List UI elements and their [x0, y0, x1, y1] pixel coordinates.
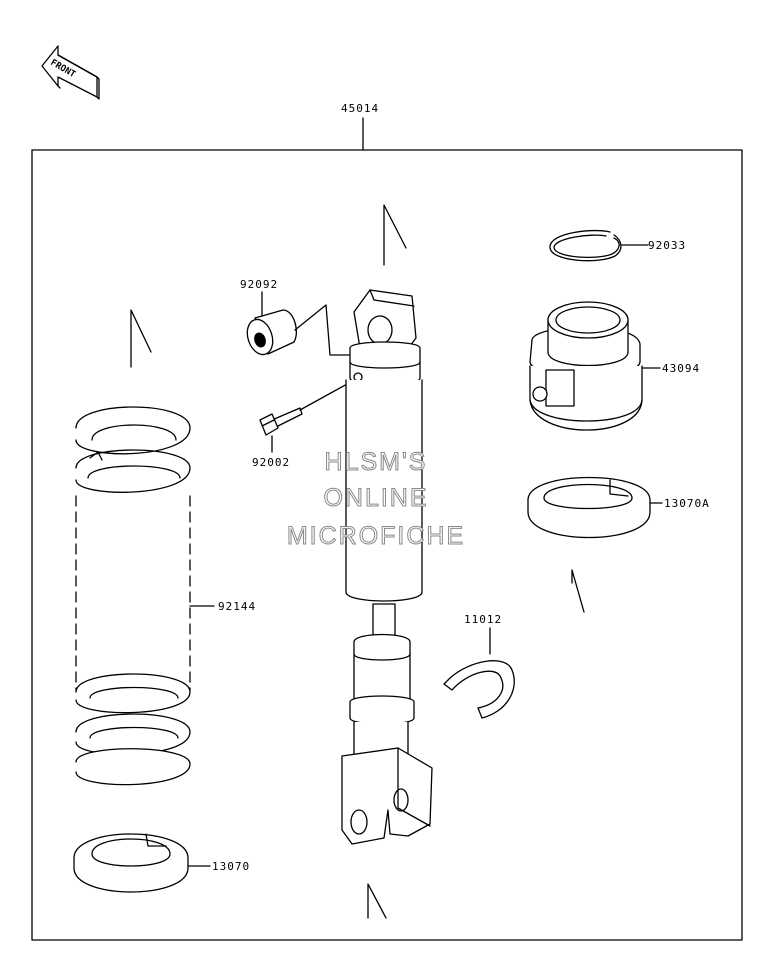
snap-ring-92033 — [549, 229, 649, 262]
part-label-13070A: 13070A — [664, 497, 710, 510]
part-label-92092: 92092 — [240, 278, 278, 291]
orientation-tick — [367, 883, 387, 919]
part-label-92144: 92144 — [218, 600, 256, 613]
adjuster-43094 — [529, 301, 661, 431]
spring-seat-13070 — [73, 833, 211, 893]
retainer-clip-11012 — [443, 627, 515, 719]
shock-absorber-body — [341, 289, 433, 845]
spring-92144 — [75, 406, 215, 786]
orientation-tick — [571, 569, 585, 613]
watermark: HLSM'S ONLINE MICROFICHE — [286, 448, 465, 551]
part-label-92002: 92002 — [252, 456, 290, 469]
orientation-tick — [383, 204, 407, 266]
bolt-92002 — [259, 377, 359, 453]
spring-seat-13070A — [527, 476, 663, 539]
front-arrow-icon — [41, 45, 100, 100]
assembly-frame — [31, 149, 743, 941]
watermark-line-1: HLSM'S — [325, 448, 428, 476]
watermark-line-2: ONLINE — [323, 484, 428, 512]
watermark-line-3: MICROFICHE — [287, 522, 465, 550]
assembly-number: 45014 — [341, 102, 379, 115]
part-label-92033: 92033 — [648, 239, 686, 252]
part-label-13070: 13070 — [212, 860, 250, 873]
part-label-11012: 11012 — [464, 613, 502, 626]
orientation-tick — [130, 309, 152, 368]
part-label-43094: 43094 — [662, 362, 700, 375]
bushing-92092 — [246, 291, 353, 356]
